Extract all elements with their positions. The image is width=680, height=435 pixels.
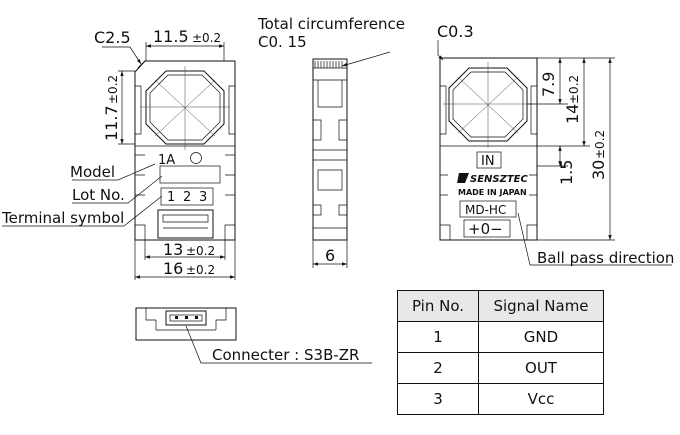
back-side-notches: [440, 85, 537, 135]
signal-name: GND: [478, 321, 604, 353]
table-row: 3 Vcc: [397, 383, 604, 415]
bottom-view: [135, 307, 372, 364]
back-in-text: IN: [481, 154, 495, 169]
side-view: [312, 51, 391, 268]
back-model-box: [459, 200, 517, 218]
front-model-value: 1A: [158, 153, 175, 168]
pin-number: 1: [397, 321, 479, 353]
dim-30-tol: ±0.2: [593, 130, 607, 159]
back-octagon-inner: [452, 71, 524, 138]
bottom-connector-slot: [169, 314, 203, 322]
dim-15-text: 1.5: [557, 160, 576, 185]
front-connector-outline: [157, 209, 214, 239]
terminal-number-1: 1: [167, 190, 175, 205]
front-indicator-circle: [190, 152, 202, 164]
front-connector-slot: [162, 214, 209, 223]
side-mid-band: [313, 149, 347, 161]
side-ribs: [314, 61, 343, 68]
back-bottom-tabs: [440, 224, 537, 240]
front-view: [2, 42, 236, 280]
pin-table-header-row: Pin No. Signal Name: [397, 290, 604, 322]
back-dim-extensions: [527, 57, 615, 241]
terminal-number-2: 2: [183, 190, 191, 205]
lot-leader: [72, 175, 163, 204]
back-chamfer-leader: [437, 40, 444, 61]
connector-leader: [185, 325, 372, 364]
bottom-body-outline: [135, 307, 237, 341]
table-row: 2 OUT: [397, 352, 604, 384]
back-octagon-hole: [448, 67, 528, 142]
front-bottom-tabs: [135, 224, 235, 240]
front-octagon-hole: [145, 70, 225, 145]
front-lot-box: [159, 165, 221, 184]
dim-16-tol: ±0.2: [186, 263, 215, 277]
dim-14-text: 14: [563, 104, 582, 124]
front-body-outline: [134, 60, 236, 241]
side-note-leader: [341, 51, 391, 67]
dim-30-text: 30: [589, 160, 608, 180]
back-diag-cross: [457, 76, 519, 134]
side-note-line2: C0. 15: [258, 33, 307, 51]
front-chamfer-text: C2.5: [94, 28, 131, 47]
bottom-connector-outline: [165, 310, 207, 326]
front-width-text: 11.5: [153, 27, 189, 46]
side-top-band: [313, 67, 347, 81]
connector-label: Connecter : S3B-ZR: [212, 346, 359, 364]
back-polarity-box: [463, 219, 511, 238]
side-note-line1: Total circumference: [257, 15, 405, 33]
side-window: [317, 169, 343, 191]
side-upper-slot: [317, 80, 343, 108]
back-brand-text: SENSZTEC: [470, 174, 529, 185]
dim-13-text: 13: [163, 240, 183, 259]
pin-table-header-signal: Signal Name: [478, 290, 604, 322]
terminal-number-3: 3: [199, 190, 207, 205]
chamfer-leader: [102, 46, 142, 65]
pin-number: 3: [397, 383, 479, 415]
dim-14-tol: ±0.2: [567, 75, 581, 104]
side-notches: [313, 119, 347, 141]
brand-logo-icon: [457, 173, 469, 183]
terminal-leader: [2, 195, 163, 227]
connector-pin-3: [195, 316, 198, 319]
table-row: 1 GND: [397, 321, 604, 353]
front-height-tol: ±0.2: [106, 75, 120, 104]
model-leader: [72, 163, 156, 181]
back-chamfer-text: C0.3: [437, 22, 474, 41]
back-in-box: [476, 151, 502, 169]
ball-pass-text: Ball pass direction: [537, 249, 674, 267]
pin-table: Pin No. Signal Name 1 GND 2 OUT 3 Vcc: [397, 290, 604, 415]
front-width-tol: ±0.2: [192, 31, 221, 45]
back-view: [437, 40, 672, 266]
dim-6-text: 6: [325, 246, 335, 265]
pin-table-header-pin: Pin No.: [397, 290, 479, 322]
terminal-label: Terminal symbol: [1, 209, 124, 227]
front-height-text: 11.7: [102, 105, 121, 141]
front-right-notch: [228, 85, 235, 135]
dim-79-text: 7.9: [539, 72, 558, 97]
model-label: Model: [70, 163, 115, 181]
signal-name: Vcc: [478, 383, 604, 415]
dim-16-extension: [134, 240, 236, 280]
signal-name: OUT: [478, 352, 604, 384]
connector-pin-2: [185, 316, 188, 319]
connector-pin-1: [175, 316, 178, 319]
bottom-inner-steps: [145, 308, 227, 330]
back-model-text: MD-HC: [465, 203, 506, 217]
front-diag-cross: [154, 79, 216, 137]
front-chamfer-edge: [137, 60, 146, 69]
pin-number: 2: [397, 352, 479, 384]
front-left-notch: [135, 85, 142, 135]
side-lower-notches: [313, 204, 347, 216]
back-polarity-text: +0−: [468, 220, 503, 238]
dim-13-tol: ±0.2: [186, 244, 215, 258]
lot-label: Lot No.: [72, 186, 125, 204]
dim-16-text: 16: [163, 259, 183, 278]
ball-pass-leader: [517, 212, 672, 266]
back-side-tabs: [440, 174, 537, 196]
back-made-in-text: MADE IN JAPAN: [458, 188, 527, 197]
front-octagon-inner: [149, 74, 221, 141]
